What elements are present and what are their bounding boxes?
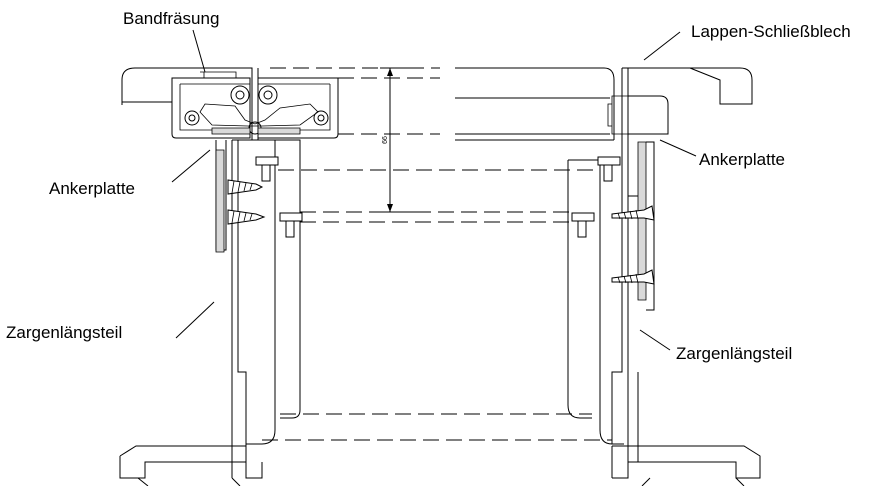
label-bandfraesung: Bandfräsung	[123, 9, 219, 28]
label-zargenlaengsteil-left: Zargenlängsteil	[6, 323, 122, 342]
left-frame-assembly	[119, 67, 339, 486]
hinge-milling-block	[171, 71, 339, 139]
dimension-value: 66	[382, 136, 389, 144]
left-screw-upper	[227, 179, 264, 195]
left-bolt-upper	[255, 156, 279, 166]
hinge-body-left	[171, 77, 251, 139]
right-jamb-outline	[567, 159, 629, 462]
right-screw-upper	[611, 205, 655, 221]
dimension-66: 66	[380, 67, 420, 213]
right-door-leaf-outline	[455, 67, 615, 141]
left-bolt-lower	[279, 212, 303, 222]
label-lappen-schliessblech: Lappen-Schließblech	[691, 22, 851, 41]
hidden-lines	[262, 67, 612, 441]
right-bolt-upper	[597, 156, 621, 166]
right-bolt-lower	[571, 212, 595, 222]
left-screw-lower	[227, 209, 266, 225]
left-architrave-bottom	[119, 445, 263, 479]
leader-lines	[171, 29, 697, 351]
right-screw-lower	[611, 269, 655, 285]
label-ankerplatte-left: Ankerplatte	[49, 179, 135, 198]
right-architrave-bottom	[611, 445, 761, 479]
right-frame-assembly	[455, 67, 761, 486]
label-zargenlaengsteil-right: Zargenlängsteil	[676, 344, 792, 363]
label-ankerplatte-right: Ankerplatte	[699, 150, 785, 169]
right-anchor-plate	[637, 141, 647, 301]
left-anchor-plate	[215, 149, 225, 253]
